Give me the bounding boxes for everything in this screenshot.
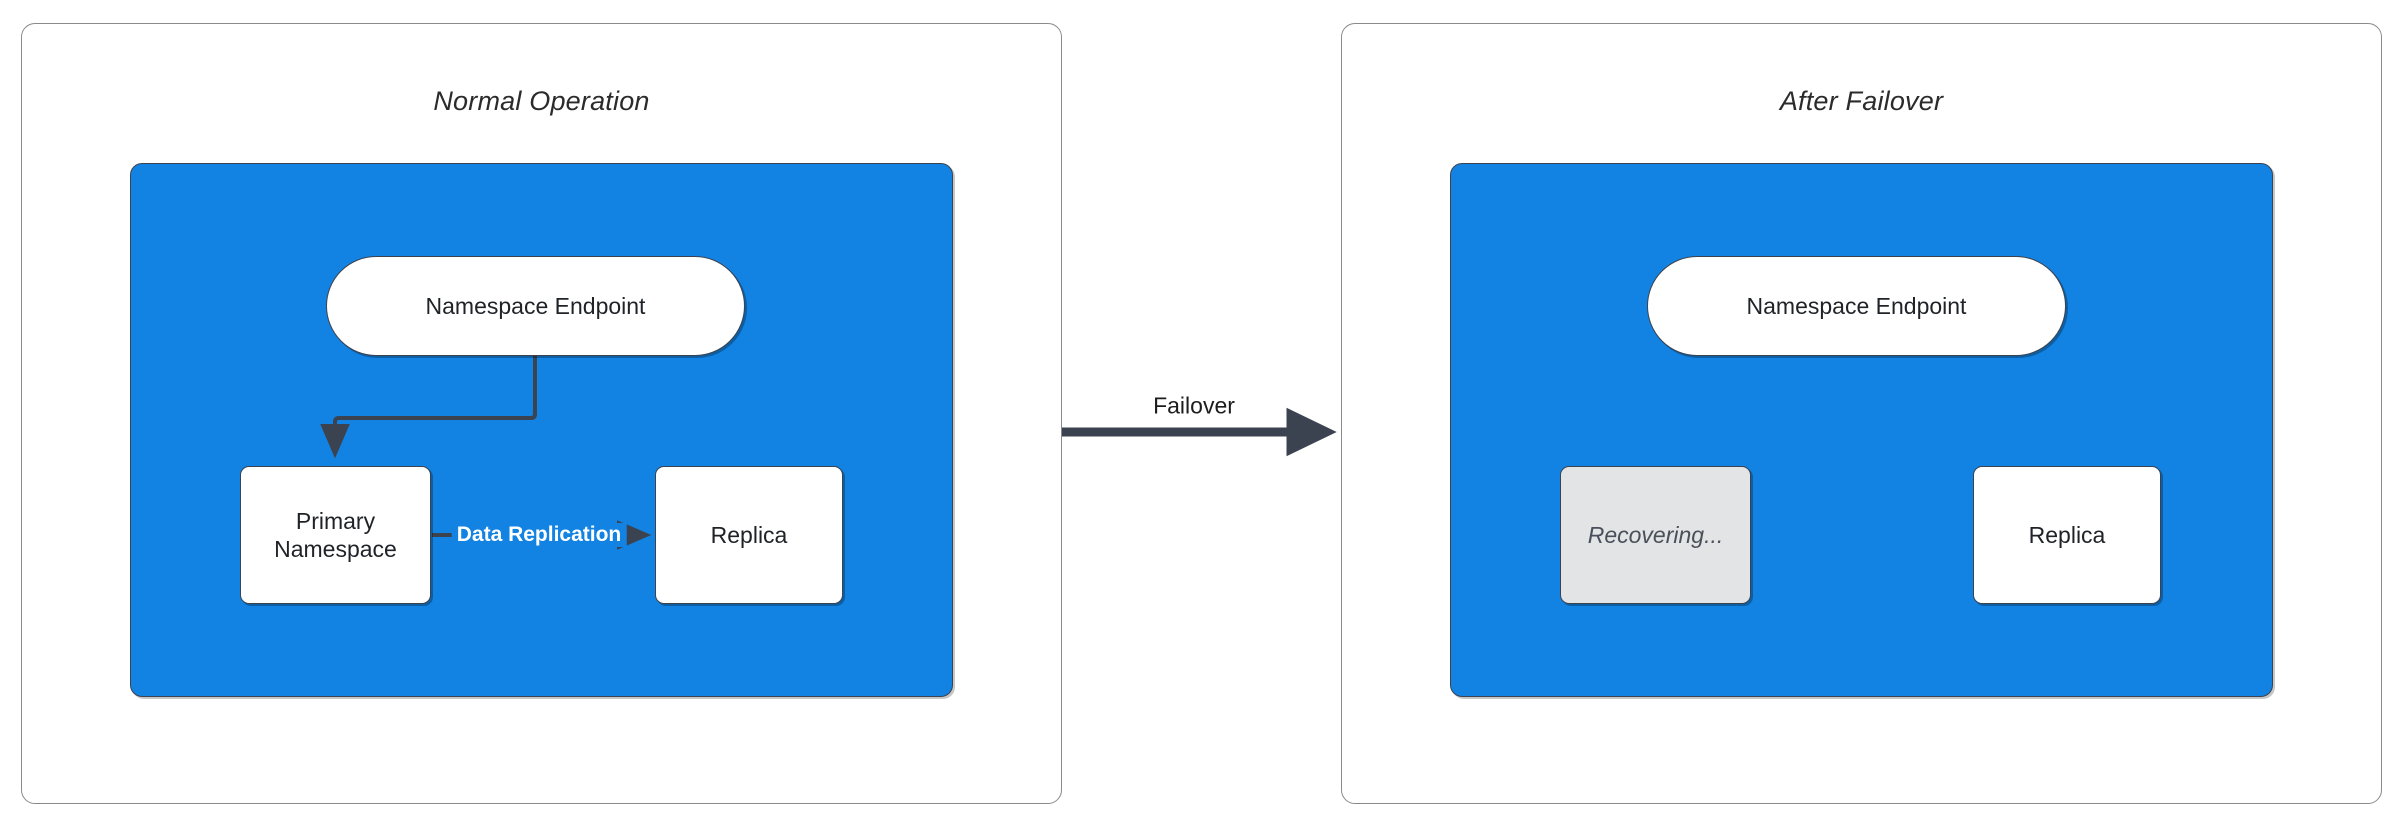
node-label: Replica: [710, 521, 788, 548]
node-primary-namespace[interactable]: Primary Namespace: [240, 466, 431, 604]
node-namespace-endpoint-right[interactable]: Namespace Endpoint: [1647, 256, 2066, 356]
node-namespace-endpoint-left[interactable]: Namespace Endpoint: [326, 256, 745, 356]
node-label: Recovering...: [1587, 521, 1724, 548]
panel-title-normal-operation: Normal Operation: [433, 86, 650, 116]
node-label: Primary Namespace: [274, 507, 397, 562]
node-replica-right[interactable]: Replica: [1973, 466, 2161, 604]
cluster-region-left: [130, 163, 953, 697]
panel-title-after-failover: After Failover: [1779, 86, 1944, 116]
edge-label-data-replication: Data Replication: [451, 523, 627, 547]
node-label: Namespace Endpoint: [425, 292, 646, 319]
node-recovering[interactable]: Recovering...: [1560, 466, 1751, 604]
node-replica-left[interactable]: Replica: [655, 466, 843, 604]
edge-label-failover: Failover: [1147, 392, 1241, 420]
cluster-region-right: [1450, 163, 2273, 697]
node-label: Replica: [2028, 521, 2106, 548]
node-label: Namespace Endpoint: [1746, 292, 1967, 319]
